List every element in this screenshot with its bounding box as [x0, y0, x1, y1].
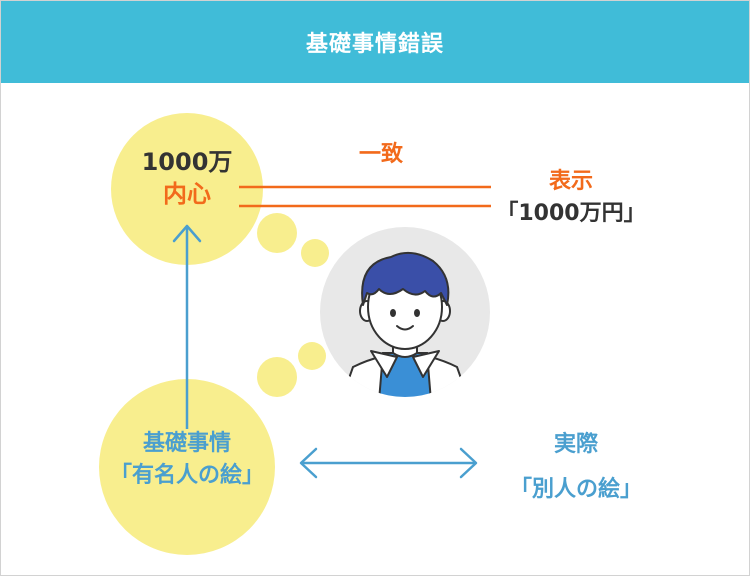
thought-dot-large-lower [257, 357, 297, 397]
thought-dot-small-upper [301, 239, 329, 267]
display-value: 「1000万円」 [496, 201, 646, 226]
basis-label: 基礎事情 [142, 431, 231, 456]
up-arrow-icon [172, 224, 202, 429]
thought-bubble [111, 113, 263, 265]
actual-label: 実際 [553, 432, 598, 457]
basis-bubble [99, 379, 275, 555]
display-label: 表示 [548, 169, 593, 194]
basis-value: 「有名人の絵」 [109, 463, 264, 488]
thought-label: 内心 [163, 180, 211, 208]
thought-dot-large-upper [257, 213, 297, 253]
header-bar: 基礎事情錯誤 [1, 1, 749, 83]
header-title: 基礎事情錯誤 [305, 32, 444, 57]
actual-value: 「別人の絵」 [509, 477, 642, 502]
person-avatar [320, 227, 490, 397]
thought-dot-small-lower [298, 342, 326, 370]
double-arrow-icon [299, 447, 478, 479]
match-label: 一致 [358, 142, 403, 167]
thought-amount: 1000万 [141, 148, 233, 176]
